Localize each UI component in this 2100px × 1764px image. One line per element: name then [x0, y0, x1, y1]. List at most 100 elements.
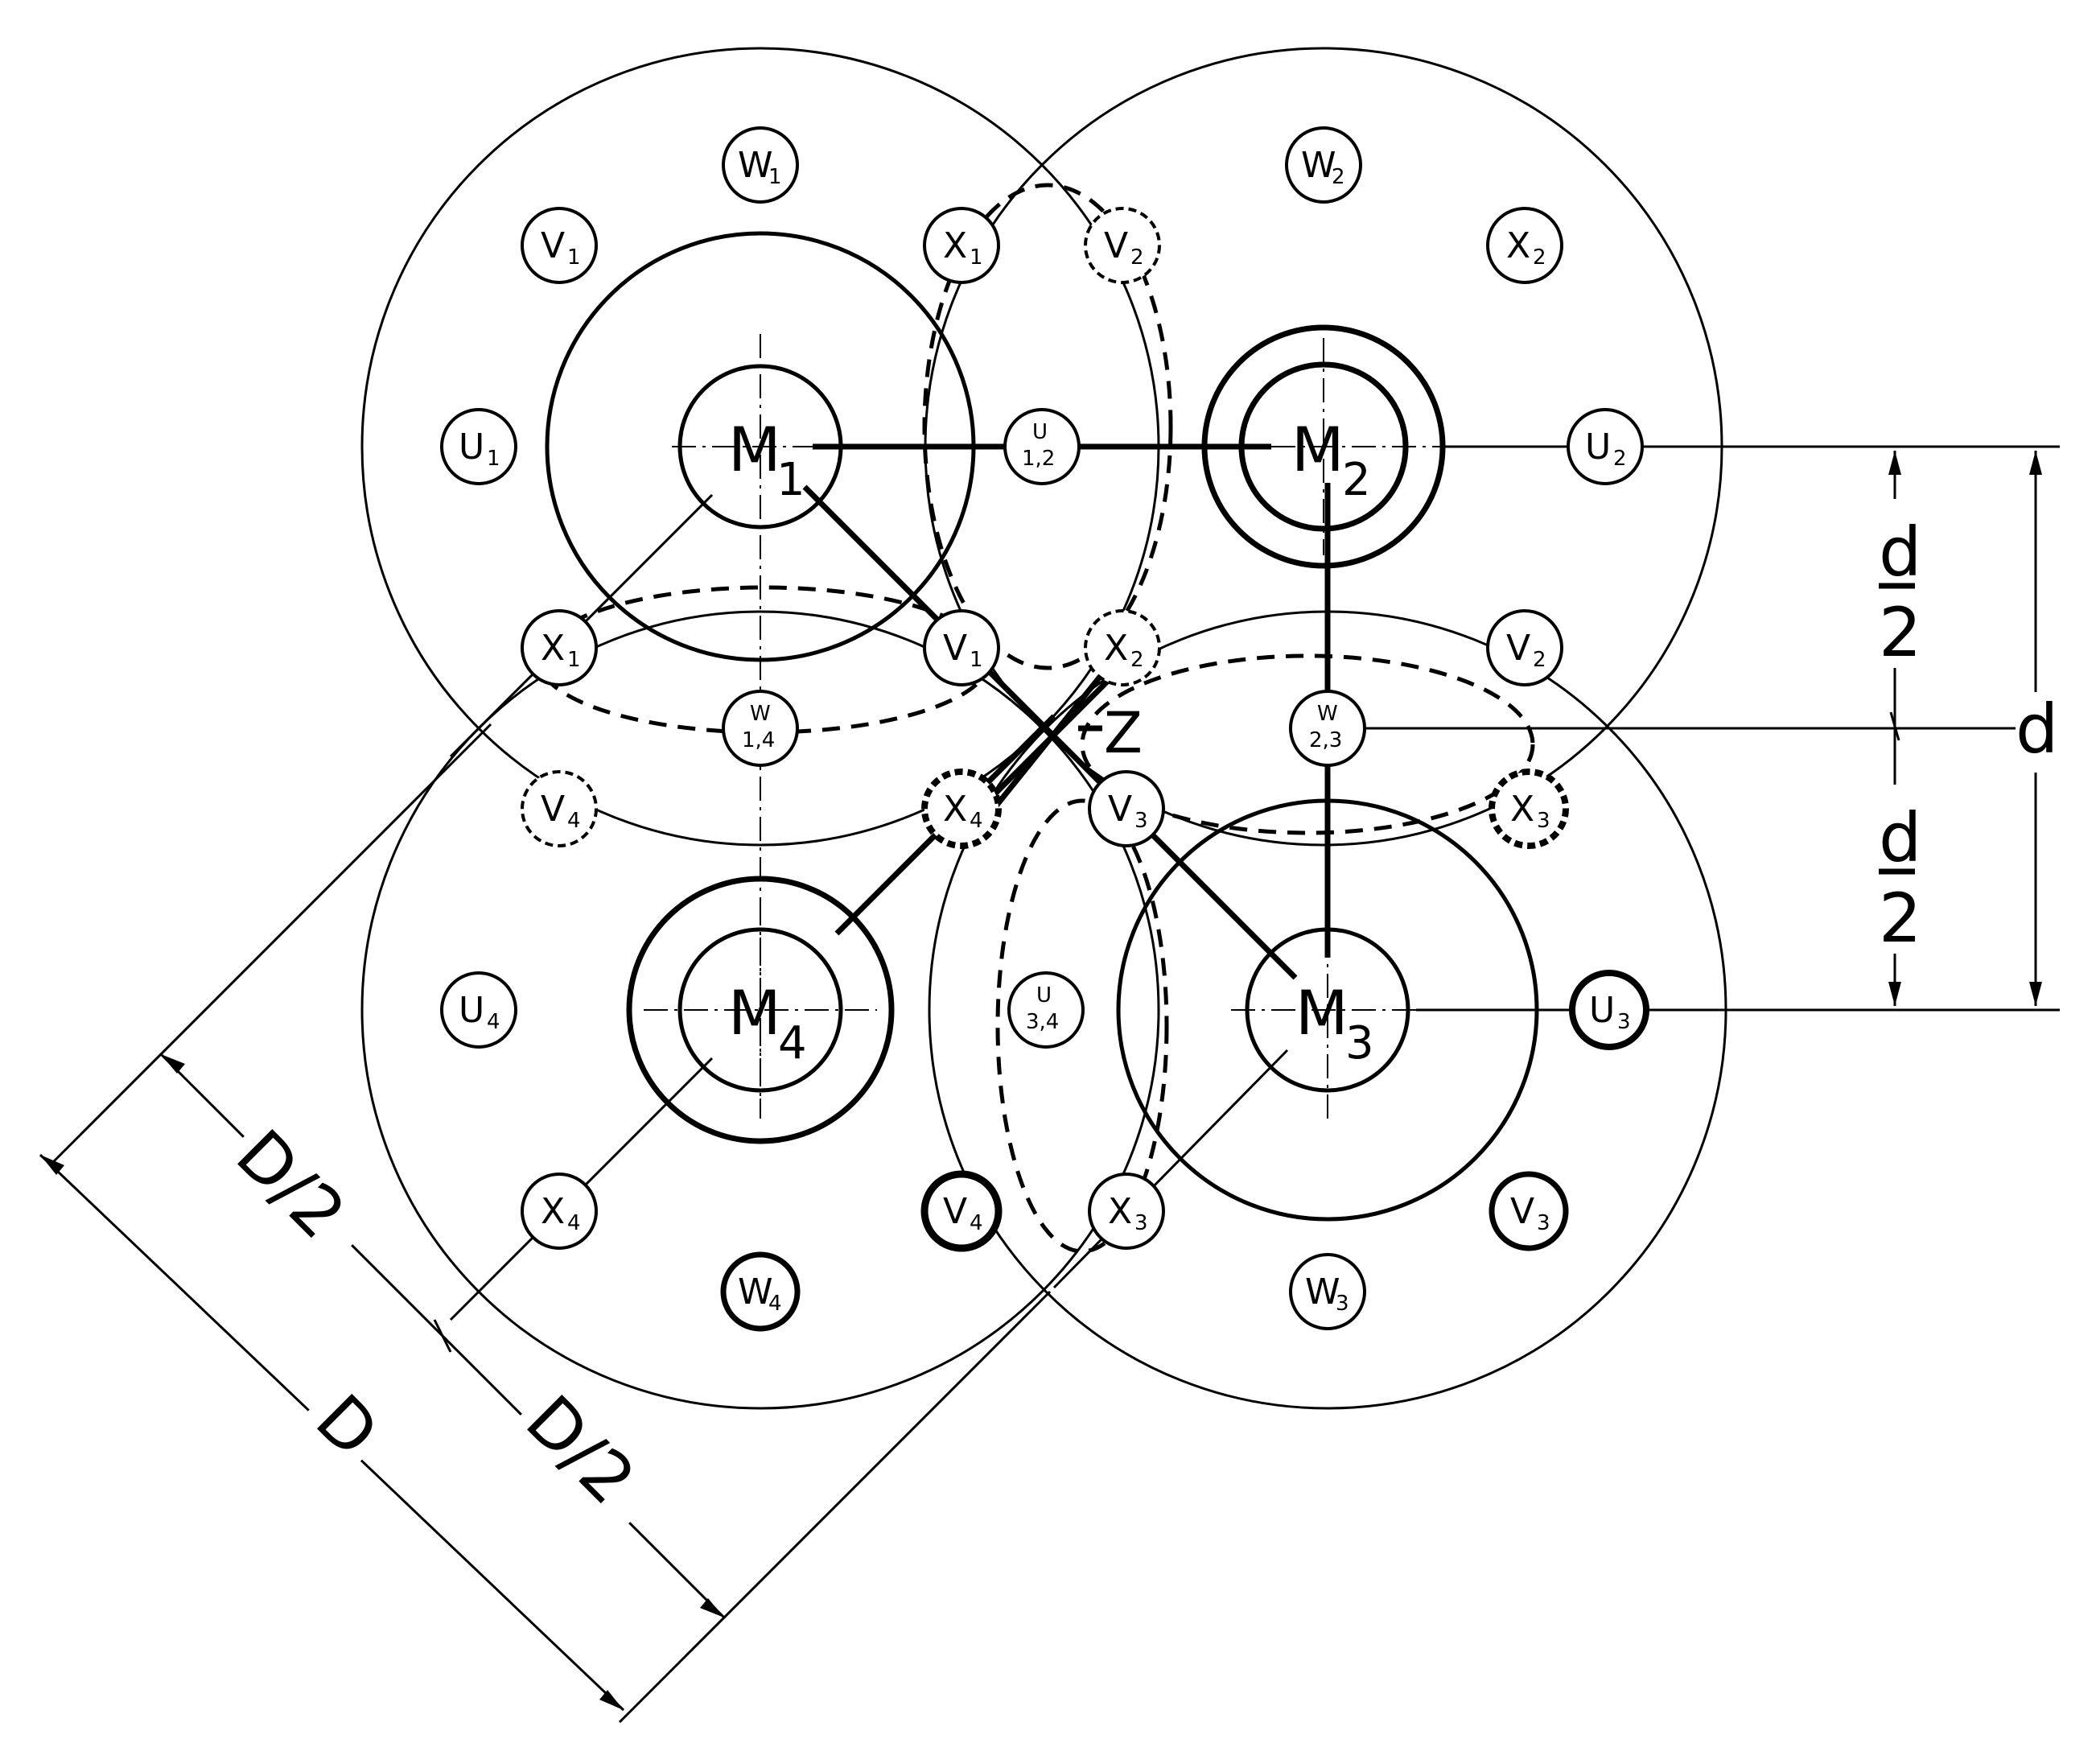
label-d-half-top: d 2 [1875, 499, 1923, 672]
shared-holes: U1,2 W1,4 W2,3 U3,4 [722, 408, 1366, 1049]
construction-lines [449, 443, 2060, 1321]
svg-text:2: 2 [1130, 245, 1144, 270]
label-d-full: d [2016, 690, 2060, 773]
dashed-circle-vertical-lower [995, 798, 1169, 1254]
svg-text:4: 4 [567, 1211, 581, 1235]
svg-text:U: U [1589, 990, 1615, 1031]
hole-u34: U3,4 [1007, 971, 1085, 1049]
svg-text:M: M [728, 414, 781, 485]
svg-text:X: X [541, 628, 565, 669]
svg-text:1: 1 [487, 447, 500, 471]
svg-text:1: 1 [567, 648, 581, 672]
label-m1: M1 [728, 414, 805, 506]
svg-text:4: 4 [970, 809, 983, 833]
svg-text:1: 1 [567, 245, 581, 270]
svg-text:V: V [1506, 628, 1530, 669]
svg-text:2: 2 [1879, 593, 1921, 672]
svg-text:X: X [943, 225, 967, 266]
svg-text:W: W [1305, 1271, 1340, 1313]
svg-text:1,2: 1,2 [1022, 447, 1055, 471]
svg-text:1: 1 [970, 648, 983, 672]
svg-text:U: U [459, 990, 484, 1031]
svg-text:Z: Z [1104, 700, 1143, 766]
label-D-half-lower: D/2 [511, 1379, 665, 1531]
svg-text:D: D [301, 1379, 393, 1472]
svg-text:U: U [459, 427, 484, 468]
svg-text:2: 2 [1613, 447, 1627, 471]
svg-text:V: V [943, 1191, 967, 1232]
hole-w4: W4 [720, 1251, 801, 1332]
svg-text:V: V [1104, 225, 1128, 266]
dashed-circle-horizontal-lower [1080, 653, 1535, 835]
svg-text:X: X [943, 789, 967, 830]
svg-text:3: 3 [1617, 1010, 1631, 1034]
svg-text:X: X [1104, 628, 1128, 669]
svg-text:V: V [1510, 1191, 1534, 1232]
label-m3: M3 [1295, 977, 1374, 1070]
flange-4-outer [360, 610, 1160, 1410]
dimension-labels-d: d 2 d 2 d [1875, 499, 2060, 958]
svg-text:2: 2 [1879, 879, 1921, 958]
label-D-full: D [301, 1375, 395, 1472]
svg-text:1: 1 [970, 245, 983, 270]
svg-text:2: 2 [1332, 165, 1345, 189]
label-d-half-bottom: d 2 [1875, 785, 1923, 958]
svg-text:4: 4 [778, 1017, 807, 1070]
svg-text:3: 3 [1336, 1292, 1349, 1316]
svg-text:1: 1 [776, 454, 805, 506]
svg-text:U: U [1032, 420, 1048, 444]
svg-text:M: M [728, 977, 781, 1049]
svg-text:2: 2 [1342, 454, 1371, 506]
svg-text:W: W [738, 1271, 773, 1313]
svg-text:U: U [1585, 427, 1611, 468]
svg-text:V: V [1108, 789, 1132, 830]
svg-text:2: 2 [1130, 648, 1144, 672]
svg-text:V: V [943, 628, 967, 669]
svg-text:X: X [1108, 1191, 1132, 1232]
svg-text:d: d [1879, 513, 1921, 591]
svg-text:2: 2 [1533, 648, 1546, 672]
svg-text:2: 2 [1533, 245, 1546, 270]
svg-text:3: 3 [1537, 1211, 1550, 1235]
dashed-circle-vertical-left [922, 183, 1173, 670]
svg-text:4: 4 [768, 1292, 782, 1316]
svg-text:W: W [738, 145, 773, 186]
svg-text:W: W [1317, 702, 1338, 726]
svg-text:M: M [1295, 977, 1349, 1049]
hole-w23: W2,3 [1289, 690, 1366, 767]
svg-text:X: X [1506, 225, 1530, 266]
svg-text:d: d [2016, 690, 2058, 769]
svg-text:1,4: 1,4 [742, 728, 775, 752]
svg-text:3: 3 [1345, 1017, 1374, 1070]
label-m2: M2 [1291, 414, 1371, 506]
svg-text:X: X [1510, 789, 1534, 830]
dimension-labels-D: D/2 D D/2 [221, 1113, 665, 1531]
svg-text:4: 4 [970, 1211, 983, 1235]
label-m4: M4 [728, 977, 807, 1070]
svg-text:V: V [541, 789, 565, 830]
svg-text:3,4: 3,4 [1026, 1010, 1059, 1034]
hole-u12: U 1,2 [1003, 408, 1081, 485]
svg-text:3: 3 [1537, 809, 1550, 833]
hole-w14: W1,4 [722, 690, 799, 767]
svg-text:V: V [541, 225, 565, 266]
